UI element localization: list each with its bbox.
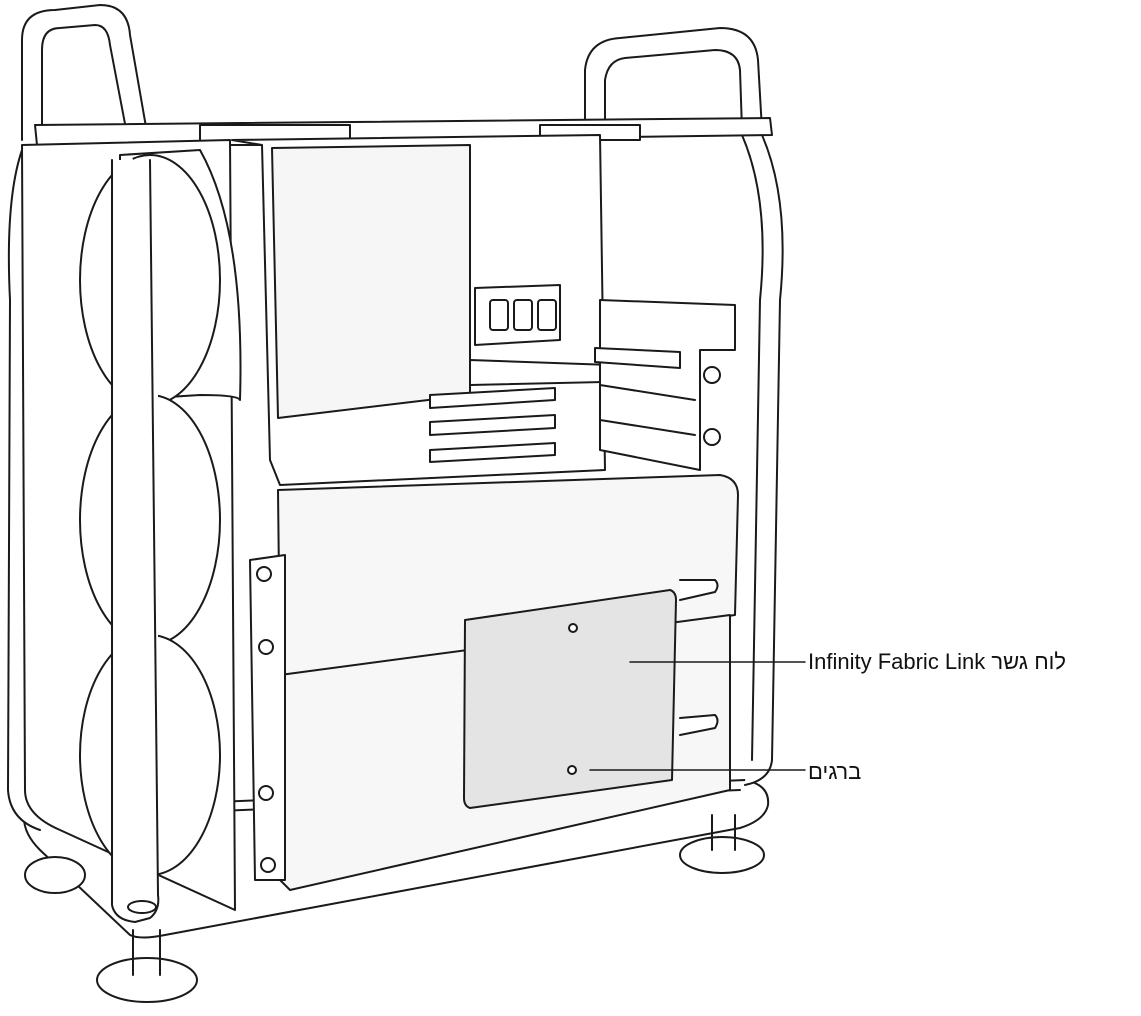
callout-label-screws: ברגים bbox=[808, 759, 862, 784]
screw-bottom bbox=[567, 765, 577, 775]
screw-top bbox=[568, 623, 578, 633]
callout-label-bridge-board: Infinity Fabric Link לוח גשר bbox=[808, 649, 1067, 674]
chassis-wall bbox=[231, 134, 606, 486]
mounting-strip bbox=[249, 554, 286, 881]
fan-column bbox=[21, 139, 242, 923]
pcie-slots bbox=[429, 299, 736, 471]
bridge-board bbox=[463, 589, 677, 809]
callout-lines bbox=[589, 661, 806, 771]
right-handle bbox=[584, 27, 784, 786]
feet bbox=[24, 814, 765, 1003]
